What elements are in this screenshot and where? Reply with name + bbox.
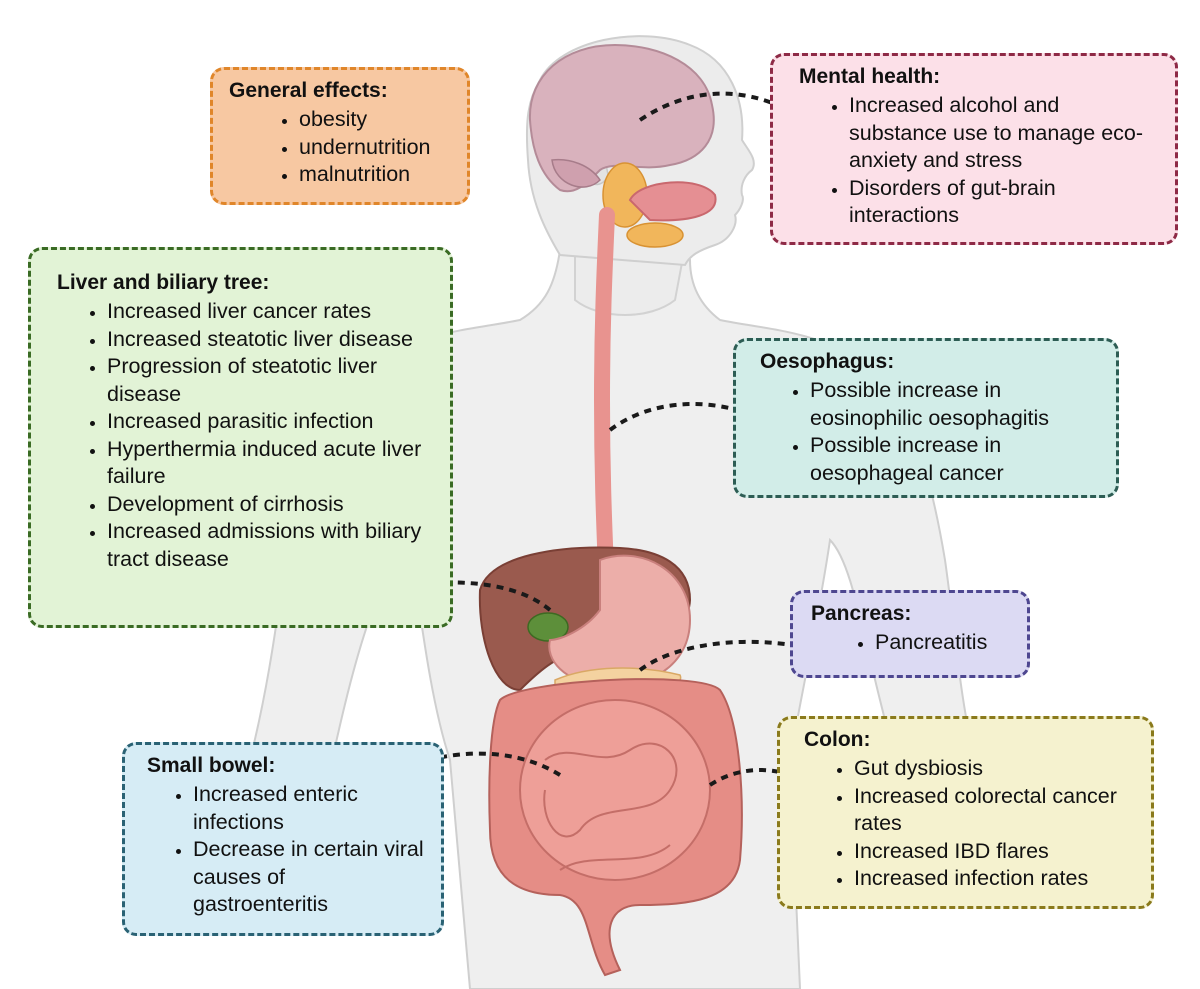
list-item: Possible increase in oesophageal cancer bbox=[810, 432, 1100, 487]
liver-biliary-title: Liver and biliary tree: bbox=[57, 271, 270, 294]
general-effects-list: obesity undernutrition malnutrition bbox=[229, 106, 451, 189]
general-effects-box: General effects: obesity undernutrition … bbox=[210, 67, 470, 205]
arrow-liver bbox=[401, 573, 552, 612]
list-item: undernutrition bbox=[299, 134, 451, 162]
list-item: Increased alcohol and substance use to m… bbox=[849, 92, 1159, 175]
oesophagus-box: Oesophagus: Possible increase in eosinop… bbox=[733, 338, 1119, 498]
mental-health-box: Mental health: Increased alcohol and sub… bbox=[770, 53, 1178, 245]
list-item: Increased enteric infections bbox=[193, 781, 425, 836]
oesophagus-title: Oesophagus: bbox=[760, 350, 895, 373]
list-item: malnutrition bbox=[299, 161, 451, 189]
list-item: Progression of steatotic liver disease bbox=[107, 353, 434, 408]
colon-title: Colon: bbox=[804, 728, 871, 751]
pancreas-list: Pancreatitis bbox=[811, 629, 1011, 657]
oral-cavity bbox=[628, 181, 717, 222]
list-item: Increased infection rates bbox=[854, 865, 1135, 893]
list-item: Increased IBD flares bbox=[854, 838, 1135, 866]
cerebellum bbox=[551, 158, 601, 188]
liver-biliary-box: Liver and biliary tree: Increased liver … bbox=[28, 247, 453, 628]
small-bowel-list: Increased enteric infections Decrease in… bbox=[147, 781, 425, 919]
salivary-gland-lower bbox=[626, 222, 684, 248]
oesophagus-list: Possible increase in eosinophilic oesoph… bbox=[760, 377, 1100, 487]
general-effects-title: General effects: bbox=[229, 79, 388, 102]
list-item: Disorders of gut-brain interactions bbox=[849, 175, 1159, 230]
mental-health-list: Increased alcohol and substance use to m… bbox=[799, 92, 1159, 230]
liver-biliary-list: Increased liver cancer rates Increased s… bbox=[57, 298, 434, 573]
small-bowel-box: Small bowel: Increased enteric infection… bbox=[122, 742, 444, 936]
small-bowel-organ bbox=[519, 699, 711, 881]
list-item: Pancreatitis bbox=[875, 629, 1011, 657]
small-bowel-title: Small bowel: bbox=[147, 754, 276, 777]
small-bowel-loop bbox=[543, 742, 678, 838]
list-item: Increased liver cancer rates bbox=[107, 298, 434, 326]
oesophagus bbox=[593, 207, 615, 578]
list-item: Gut dysbiosis bbox=[854, 755, 1135, 783]
list-item: Development of cirrhosis bbox=[107, 491, 434, 519]
gallbladder bbox=[527, 612, 569, 642]
list-item: Possible increase in eosinophilic oesoph… bbox=[810, 377, 1100, 432]
list-item: Increased parasitic infection bbox=[107, 408, 434, 436]
list-item: obesity bbox=[299, 106, 451, 134]
small-bowel-loop bbox=[559, 844, 671, 871]
mental-health-title: Mental health: bbox=[799, 65, 941, 88]
list-item: Hyperthermia induced acute liver failure bbox=[107, 436, 434, 491]
pancreas-title: Pancreas: bbox=[811, 602, 912, 625]
list-item: Increased admissions with biliary tract … bbox=[107, 518, 434, 573]
arrow-oesophagus bbox=[608, 401, 769, 432]
list-item: Decrease in certain viral causes of gast… bbox=[193, 836, 425, 919]
list-item: Increased steatotic liver disease bbox=[107, 326, 434, 354]
colon-box: Colon: Gut dysbiosis Increased colorecta… bbox=[777, 716, 1154, 909]
colon-list: Gut dysbiosis Increased colorectal cance… bbox=[804, 755, 1135, 893]
list-item: Increased colorectal cancer rates bbox=[854, 783, 1135, 838]
pancreas-box: Pancreas: Pancreatitis bbox=[790, 590, 1030, 678]
brain bbox=[528, 43, 715, 193]
